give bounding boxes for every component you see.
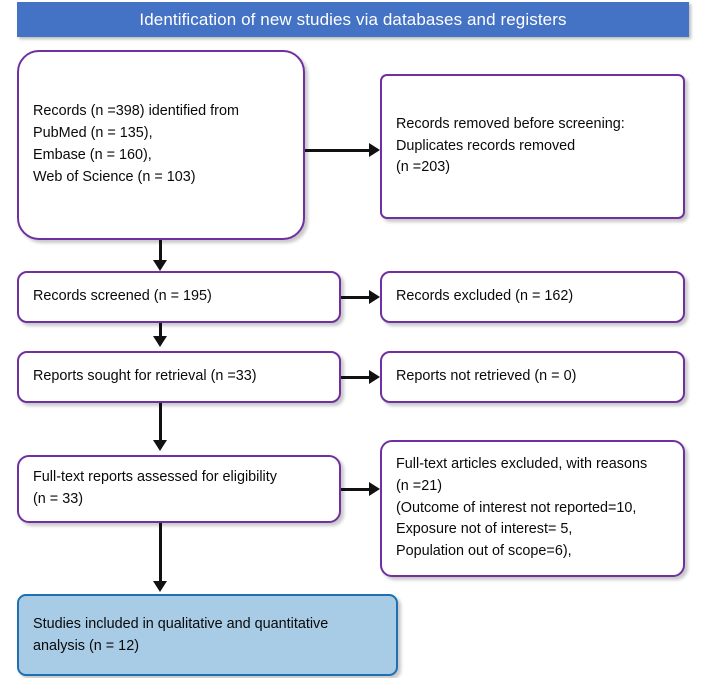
arrowhead-eligibility-to-excluded-reasons (369, 482, 380, 496)
box-full-text-excluded-label: Full-text articles excluded, with reason… (396, 455, 648, 560)
box-records-excluded-label: Records excluded (n = 162) (396, 288, 574, 305)
arrowhead-identified-to-duplicates (369, 143, 380, 157)
arrowhead-screened-to-sought (153, 336, 167, 347)
connector-eligibility-to-excluded-reasons (341, 488, 369, 491)
connector-identified-to-screened (159, 240, 162, 262)
box-records-removed-label: Records removed before screening: Duplic… (396, 115, 625, 176)
box-records-identified: Records (n =398) identified from PubMed … (17, 50, 305, 240)
box-full-text-assessed-for-eligibility: Full-text reports assessed for eligibili… (17, 455, 341, 523)
connector-sought-to-notretrieved (341, 376, 369, 379)
connector-eligibility-to-included (159, 523, 162, 581)
box-full-text-assessed-label: Full-text reports assessed for eligibili… (33, 469, 277, 507)
box-full-text-articles-excluded: Full-text articles excluded, with reason… (380, 440, 685, 577)
connector-screened-to-excluded (341, 296, 369, 299)
box-reports-sought-label: Reports sought for retrieval (n =33) (33, 368, 257, 385)
box-reports-not-retrieved: Reports not retrieved (n = 0) (380, 351, 685, 403)
box-records-identified-label: Records (n =398) identified from PubMed … (33, 103, 239, 185)
box-reports-sought-for-retrieval: Reports sought for retrieval (n =33) (17, 351, 341, 403)
diagram-header-banner: Identification of new studies via databa… (17, 2, 689, 37)
box-studies-included: Studies included in qualitative and quan… (17, 594, 398, 676)
box-reports-not-retrieved-label: Reports not retrieved (n = 0) (396, 368, 577, 385)
arrowhead-identified-to-screened (153, 260, 167, 271)
connector-sought-to-eligibility (159, 403, 162, 441)
box-records-excluded: Records excluded (n = 162) (380, 271, 685, 323)
header-title: Identification of new studies via databa… (139, 9, 567, 29)
arrowhead-screened-to-excluded (369, 290, 380, 304)
box-studies-included-label: Studies included in qualitative and quan… (33, 615, 329, 654)
box-records-screened: Records screened (n = 195) (17, 271, 341, 323)
arrowhead-sought-to-notretrieved (369, 370, 380, 384)
arrowhead-sought-to-eligibility (153, 440, 167, 451)
box-records-removed-before-screening: Records removed before screening: Duplic… (380, 74, 685, 219)
box-records-screened-label: Records screened (n = 195) (33, 288, 212, 305)
connector-screened-to-sought (159, 323, 162, 337)
connector-identified-to-duplicates (305, 149, 369, 152)
arrowhead-eligibility-to-included (153, 581, 167, 592)
